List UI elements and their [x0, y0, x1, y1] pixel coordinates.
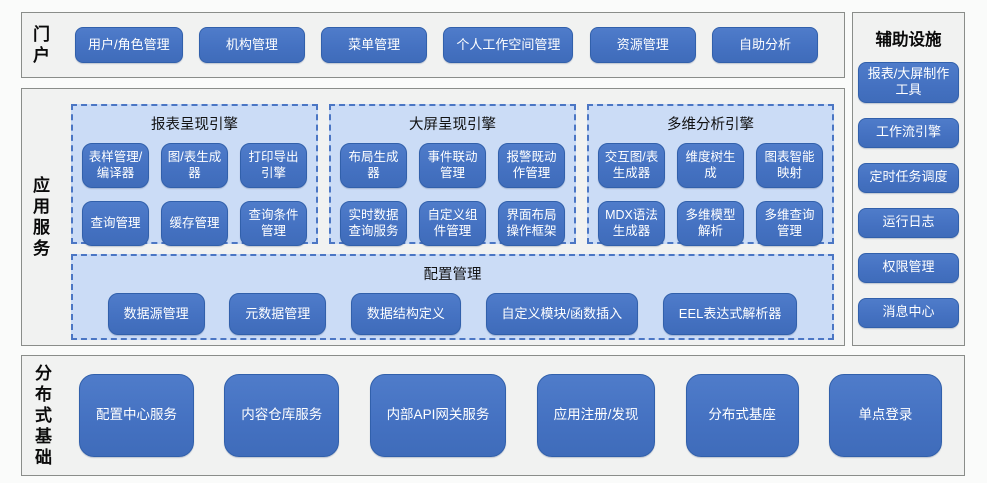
auxiliary-node: 工作流引擎 — [858, 117, 959, 148]
distributed-node: 分布式基座 — [685, 374, 799, 457]
panel-config-management: 配置管理 数据源管理元数据管理数据结构定义自定义模块/函数插入 EEL表达式解析器 — [71, 254, 834, 340]
distributed-node: 单点登录 — [828, 374, 942, 457]
report-engine-node: 图/表生成器 — [161, 143, 228, 188]
multidim-engine-node: 维度树生成 — [677, 143, 744, 188]
portal-node: 自助分析 — [711, 27, 818, 63]
panel-bigscreen-engine-grid: 布局生成器事件联动管理报警既动作管理实时数据查询服务自定义组件管理界面布局操作框… — [340, 143, 565, 246]
bigscreen-engine-node: 实时数据查询服务 — [340, 201, 407, 246]
multidim-engine-node: 多维查询管理 — [756, 201, 823, 246]
panel-bigscreen-engine: 大屏呈现引擎 布局生成器事件联动管理报警既动作管理实时数据查询服务自定义组件管理… — [329, 104, 576, 246]
engine-panel-row: 报表呈现引擎 表样管理/编译器图/表生成器打印导出引擎查询管理缓存管理查询条件管… — [71, 104, 834, 246]
distributed-node-row: 配置中心服务内容仓库服务内部API网关服务应用注册/发现分布式基座单点登录 — [53, 374, 964, 457]
panel-config-management-title: 配置管理 — [423, 267, 482, 283]
multidim-engine-node: 图表智能映射 — [756, 143, 823, 188]
panel-multidim-engine-grid: 交互图/表生成器维度树生成图表智能映射 MDX语法生成器多维模型解析多维查询管理 — [598, 143, 823, 246]
app-services-content: 报表呈现引擎 表样管理/编译器图/表生成器打印导出引擎查询管理缓存管理查询条件管… — [57, 89, 844, 345]
report-engine-node: 查询管理 — [82, 201, 149, 246]
portal-section: 门户 用户/角色管理机构管理菜单管理个人工作空间管理资源管理自助分析 — [21, 12, 845, 78]
panel-report-engine-grid: 表样管理/编译器图/表生成器打印导出引擎查询管理缓存管理查询条件管理 — [82, 143, 307, 246]
auxiliary-section-title: 辅助设施 — [875, 31, 942, 49]
portal-node: 菜单管理 — [321, 27, 428, 63]
auxiliary-node-column: 报表/大屏制作工具工作流引擎定时任务调度运行日志权限管理消息中心 — [858, 62, 959, 328]
panel-report-engine-title: 报表呈现引擎 — [151, 117, 238, 133]
distributed-node: 应用注册/发现 — [536, 374, 656, 457]
distributed-section-label: 分布式基础 — [35, 364, 52, 467]
portal-node: 个人工作空间管理 — [443, 27, 574, 63]
config-node: EEL表达式解析器 — [662, 293, 798, 335]
auxiliary-node: 定时任务调度 — [858, 162, 959, 193]
config-node-row: 数据源管理元数据管理数据结构定义自定义模块/函数插入 EEL表达式解析器 — [83, 293, 822, 335]
auxiliary-node: 权限管理 — [858, 252, 959, 283]
panel-bigscreen-engine-title: 大屏呈现引擎 — [409, 117, 496, 133]
portal-section-label: 门户 — [33, 25, 50, 65]
multidim-engine-node: 交互图/表生成器 — [598, 143, 665, 188]
distributed-node: 内部API网关服务 — [369, 374, 507, 457]
bigscreen-engine-node: 界面布局操作框架 — [498, 201, 565, 246]
bigscreen-engine-node: 自定义组件管理 — [419, 201, 486, 246]
auxiliary-node: 运行日志 — [858, 207, 959, 238]
portal-node-row: 用户/角色管理机构管理菜单管理个人工作空间管理资源管理自助分析 — [51, 27, 844, 63]
bigscreen-engine-node: 事件联动管理 — [419, 143, 486, 188]
config-node: 数据源管理 — [107, 293, 205, 335]
report-engine-node: 查询条件管理 — [240, 201, 307, 246]
bigscreen-engine-node: 布局生成器 — [340, 143, 407, 188]
panel-multidim-engine: 多维分析引擎 交互图/表生成器维度树生成图表智能映射 MDX语法生成器多维模型解析… — [587, 104, 834, 246]
distributed-section: 分布式基础 配置中心服务内容仓库服务内部API网关服务应用注册/发现分布式基座单… — [21, 355, 965, 476]
portal-node: 用户/角色管理 — [75, 27, 183, 63]
config-node: 自定义模块/函数插入 — [485, 293, 639, 335]
distributed-node: 内容仓库服务 — [224, 374, 340, 457]
config-node: 元数据管理 — [229, 293, 327, 335]
panel-report-engine: 报表呈现引擎 表样管理/编译器图/表生成器打印导出引擎查询管理缓存管理查询条件管… — [71, 104, 318, 246]
report-engine-node: 表样管理/编译器 — [82, 143, 149, 188]
distributed-node: 配置中心服务 — [79, 374, 194, 457]
auxiliary-section: 辅助设施 报表/大屏制作工具工作流引擎定时任务调度运行日志权限管理消息中心 — [852, 12, 965, 346]
multidim-engine-node: MDX语法生成器 — [598, 201, 665, 246]
multidim-engine-node: 多维模型解析 — [677, 201, 744, 246]
report-engine-node: 缓存管理 — [161, 201, 228, 246]
portal-node: 机构管理 — [198, 27, 305, 63]
report-engine-node: 打印导出引擎 — [240, 143, 307, 188]
app-services-section: 应用服务 报表呈现引擎 表样管理/编译器图/表生成器打印导出引擎查询管理缓存管理… — [21, 88, 845, 346]
auxiliary-node: 消息中心 — [858, 297, 959, 328]
auxiliary-node: 报表/大屏制作工具 — [858, 62, 959, 103]
panel-multidim-engine-title: 多维分析引擎 — [667, 117, 754, 133]
app-services-section-label: 应用服务 — [33, 176, 50, 258]
config-node: 数据结构定义 — [350, 293, 461, 335]
bigscreen-engine-node: 报警既动作管理 — [498, 143, 565, 188]
portal-node: 资源管理 — [589, 27, 696, 63]
